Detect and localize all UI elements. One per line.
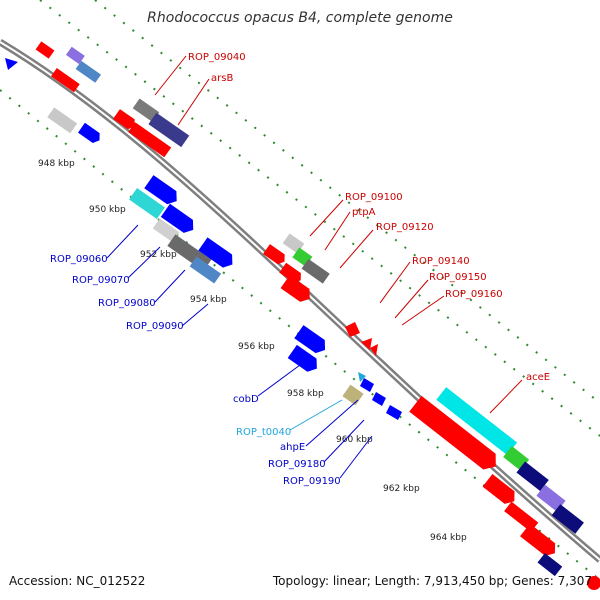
kbp-label: 956 kbp	[238, 342, 275, 352]
gene-label: ROP_09190	[283, 476, 341, 487]
gene-label: ptpA	[352, 207, 376, 218]
gene-label: ROP_09060	[50, 254, 108, 265]
gene-label: ROP_t0040	[236, 427, 291, 438]
gene-label: ROP_09120	[376, 222, 434, 233]
gene-label: ROP_09090	[126, 321, 184, 332]
accession-text: Accession: NC_012522	[9, 574, 146, 588]
map-title: Rhodococcus opacus B4, complete genome	[147, 10, 453, 26]
gene-label: ROP_09100	[345, 192, 403, 203]
leader-lines	[106, 55, 523, 479]
kbp-label: 962 kbp	[383, 484, 420, 494]
gene-label: ROP_09150	[429, 272, 487, 283]
gene-label: ROP_09080	[98, 298, 156, 309]
gene-label: arsB	[211, 73, 233, 84]
kbp-label: 964 kbp	[430, 533, 467, 543]
kbp-label: 960 kbp	[336, 435, 373, 445]
gene-label: cobD	[233, 394, 259, 405]
kbp-label: 958 kbp	[287, 389, 324, 399]
gene-label: ROP_09180	[268, 459, 326, 470]
kbp-label: 954 kbp	[190, 295, 227, 305]
topology-text: Topology: linear; Length: 7,913,450 bp; …	[272, 574, 592, 588]
gene-label: ROP_09040	[188, 52, 246, 63]
kbp-labels: 948 kbp 950 kbp 952 kbp 954 kbp 956 kbp …	[38, 159, 467, 543]
kbp-label: 950 kbp	[89, 205, 126, 215]
gene-label: aceE	[526, 372, 550, 383]
genes	[5, 41, 600, 590]
gene-label: ROP_09070	[72, 275, 130, 286]
gene-labels: ROP_09040 arsB ROP_09100 ptpA ROP_09120 …	[50, 52, 550, 487]
gene-label: ROP_09140	[412, 256, 470, 267]
kbp-label: 952 kbp	[140, 250, 177, 260]
kbp-label: 948 kbp	[38, 159, 75, 169]
gene-label: ROP_09160	[445, 289, 503, 300]
gene-label: ahpE	[280, 442, 305, 453]
